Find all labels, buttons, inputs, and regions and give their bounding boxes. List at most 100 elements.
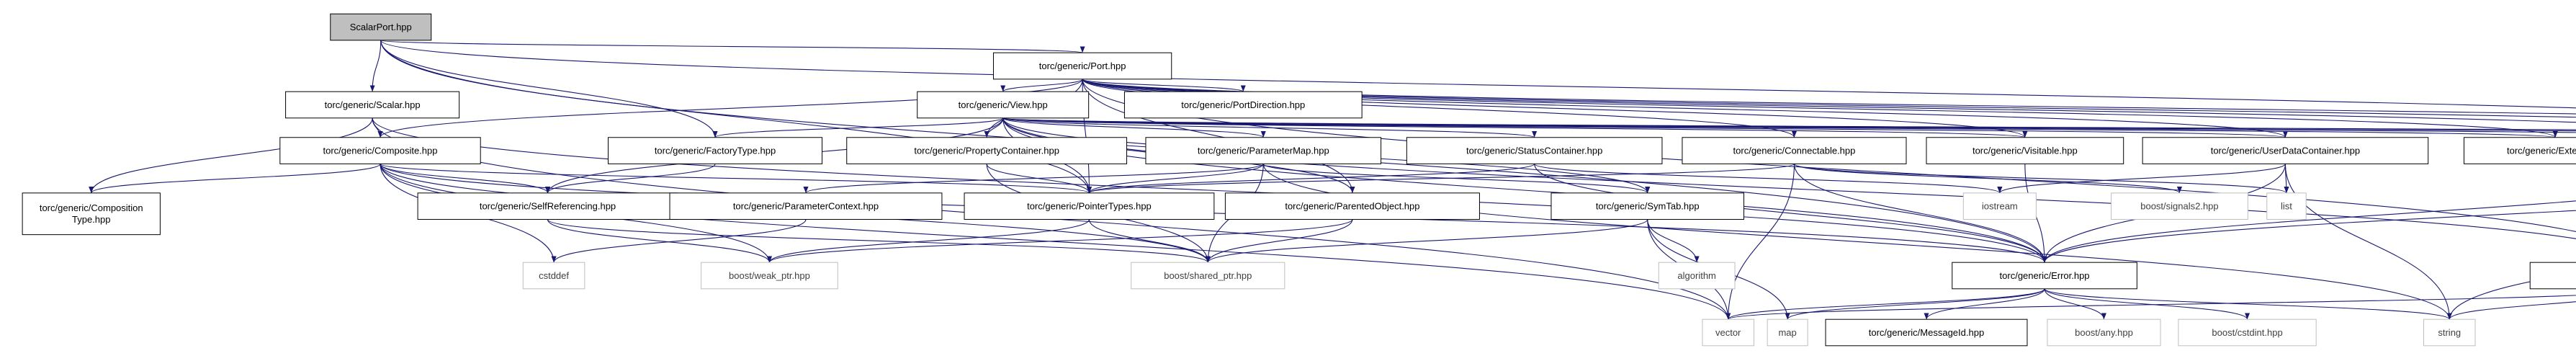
- node-portdirection[interactable]: torc/generic/PortDirection.hpp: [1123, 91, 1363, 119]
- node-box: [917, 91, 1090, 119]
- node-label: torc/generic/ParameterContext.hpp: [733, 201, 879, 212]
- edge-parametermap-to-pointertypes: [1087, 164, 1264, 194]
- edge-view-to-userdatacontainer: [1002, 117, 2287, 138]
- edge-view-to-parametermap: [1002, 117, 1266, 138]
- node-signals2[interactable]: boost/signals2.hpp: [2111, 192, 2248, 220]
- node-box: [2529, 262, 2576, 290]
- node-label: boost/cstdint.hpp: [2212, 327, 2282, 338]
- node-statuscontainer[interactable]: torc/generic/StatusContainer.hpp: [1406, 137, 1663, 164]
- node-port[interactable]: torc/generic/Port.hpp: [992, 52, 1172, 80]
- node-box: [1550, 192, 1744, 220]
- edge-port-to-extern: [1082, 79, 2558, 138]
- node-box: [285, 91, 460, 119]
- node-boostany[interactable]: boost/any.hpp: [2047, 318, 2161, 347]
- node-parentedobject[interactable]: torc/generic/ParentedObject.hpp: [1224, 192, 1480, 220]
- node-cstdint[interactable]: boost/cstdint.hpp: [2178, 318, 2317, 347]
- edge-view-to-statuscontainer: [1002, 117, 1537, 138]
- node-box: [330, 13, 432, 41]
- node-box: [1145, 137, 1382, 164]
- node-box: [522, 262, 585, 290]
- edge-statuscontainer-to-iostream: [1534, 163, 2003, 194]
- node-propertycontainer[interactable]: torc/generic/PropertyContainer.hpp: [846, 137, 1128, 164]
- node-pointertypes[interactable]: torc/generic/PointerTypes.hpp: [964, 192, 1215, 220]
- node-error[interactable]: torc/generic/Error.hpp: [1952, 262, 2137, 290]
- node-weakptr[interactable]: boost/weak_ptr.hpp: [701, 262, 838, 290]
- node-label: torc/generic/Port.hpp: [1039, 61, 1126, 71]
- node-label: boost/any.hpp: [2075, 327, 2133, 338]
- edge-view-to-factorytype: [712, 117, 1004, 138]
- node-commentable[interactable]: torc/generic/Commentable.hpp: [2529, 262, 2576, 290]
- node-label: boost/signals2.hpp: [2140, 201, 2218, 212]
- edge-selfreferencing-to-weakptr: [547, 219, 772, 263]
- node-sharedptr[interactable]: boost/shared_ptr.hpp: [1131, 262, 1285, 290]
- node-scalarport[interactable]: ScalarPort.hpp: [330, 13, 432, 41]
- edge-pointertypes-to-sharedptr: [1088, 219, 1211, 263]
- edge-port-to-composite: [377, 79, 1083, 138]
- edge-port-to-visitable: [1082, 79, 2028, 138]
- edge-port-to-portdirection: [1082, 79, 1246, 92]
- node-string[interactable]: string: [2423, 318, 2476, 347]
- nodes-layer: ScalarPort.hpp torc/generic/Port.hpp torc/…: [22, 13, 2576, 347]
- node-box: [2111, 192, 2248, 220]
- node-label: torc/generic/ParentedObject.hpp: [1285, 201, 1419, 212]
- edge-error-to-string: [2044, 288, 2452, 320]
- node-label: torc/generic/Connectable.hpp: [1733, 146, 1856, 156]
- edge-symtab-to-algorithm: [1647, 219, 1700, 263]
- edge-renamable-to-string: [2446, 272, 2576, 320]
- node-box: [2142, 137, 2429, 164]
- node-userdatacontainer[interactable]: torc/generic/UserDataContainer.hpp: [2142, 137, 2429, 164]
- edges-layer: [89, 40, 2576, 320]
- node-box: [2266, 192, 2307, 220]
- edge-selfreferencing-to-sharedptr: [547, 218, 1211, 263]
- node-view[interactable]: torc/generic/View.hpp: [917, 91, 1090, 119]
- node-factorytype[interactable]: torc/generic/FactoryType.hpp: [607, 137, 823, 164]
- node-box: [669, 192, 943, 220]
- node-symtab[interactable]: torc/generic/SymTab.hpp: [1550, 192, 1744, 220]
- node-label: torc/generic/PropertyContainer.hpp: [914, 146, 1059, 156]
- edge-userdatacontainer-to-string: [2284, 164, 2452, 320]
- node-composite[interactable]: torc/generic/Composite.hpp: [279, 137, 481, 164]
- edge-scalarport-to-factorytype: [380, 40, 718, 138]
- node-selfreferencing[interactable]: torc/generic/SelfReferencing.hpp: [417, 192, 678, 220]
- node-box: [964, 192, 1215, 220]
- node-label: map: [1778, 327, 1796, 338]
- edge-scalarport-to-port: [380, 40, 1085, 53]
- node-box: [846, 137, 1128, 164]
- node-parametercontext[interactable]: torc/generic/ParameterContext.hpp: [669, 192, 943, 220]
- node-label: cstddef: [539, 270, 569, 281]
- node-vector[interactable]: vector: [1702, 318, 1754, 347]
- node-label: list: [2281, 201, 2292, 212]
- node-scalar[interactable]: torc/generic/Scalar.hpp: [285, 91, 460, 119]
- node-list[interactable]: list: [2266, 192, 2307, 220]
- node-label: torc/generic/StatusContainer.hpp: [1466, 146, 1602, 156]
- edge-connectable-to-pointertypes: [1087, 163, 1795, 194]
- node-parametermap[interactable]: torc/generic/ParameterMap.hpp: [1145, 137, 1382, 164]
- node-connectable[interactable]: torc/generic/Connectable.hpp: [1682, 137, 1907, 164]
- edge-port-to-nameable: [1082, 79, 2576, 123]
- edge-parentedobject-to-sharedptr: [1205, 219, 1353, 263]
- edge-visitortype-to-error: [2042, 210, 2576, 263]
- node-iostream[interactable]: iostream: [1962, 192, 2037, 220]
- node-visitable[interactable]: torc/generic/Visitable.hpp: [1926, 137, 2124, 164]
- node-label: torc/generic/Composite.hpp: [323, 146, 438, 156]
- edge-parametermap-to-string: [1262, 164, 2452, 320]
- node-label: torc/generic/Scalar.hpp: [325, 99, 421, 110]
- node-map[interactable]: map: [1767, 318, 1808, 347]
- node-box: [417, 192, 678, 220]
- node-messageid[interactable]: torc/generic/MessageId.hpp: [1825, 318, 2028, 347]
- node-label: torc/generic/UserDataContainer.hpp: [2211, 146, 2360, 156]
- edge-error-to-messageid: [1924, 288, 2045, 320]
- node-label: torc/generic/Visitable.hpp: [1973, 146, 2078, 156]
- node-cstddef[interactable]: cstddef: [522, 262, 585, 290]
- node-box: [1224, 192, 1480, 220]
- edge-view-to-visitortype: [1002, 117, 2576, 132]
- node-extern[interactable]: torc/generic/Extern.hpp: [2463, 137, 2576, 164]
- node-box: [2423, 318, 2476, 347]
- edge-port-to-userdatacontainer: [1082, 79, 2288, 138]
- node-box: [1131, 262, 1285, 290]
- node-label: torc/generic/View.hpp: [959, 99, 1048, 110]
- node-algorithm[interactable]: algorithm: [1658, 262, 1736, 290]
- edge-parametermap-to-parametercontext: [803, 163, 1264, 194]
